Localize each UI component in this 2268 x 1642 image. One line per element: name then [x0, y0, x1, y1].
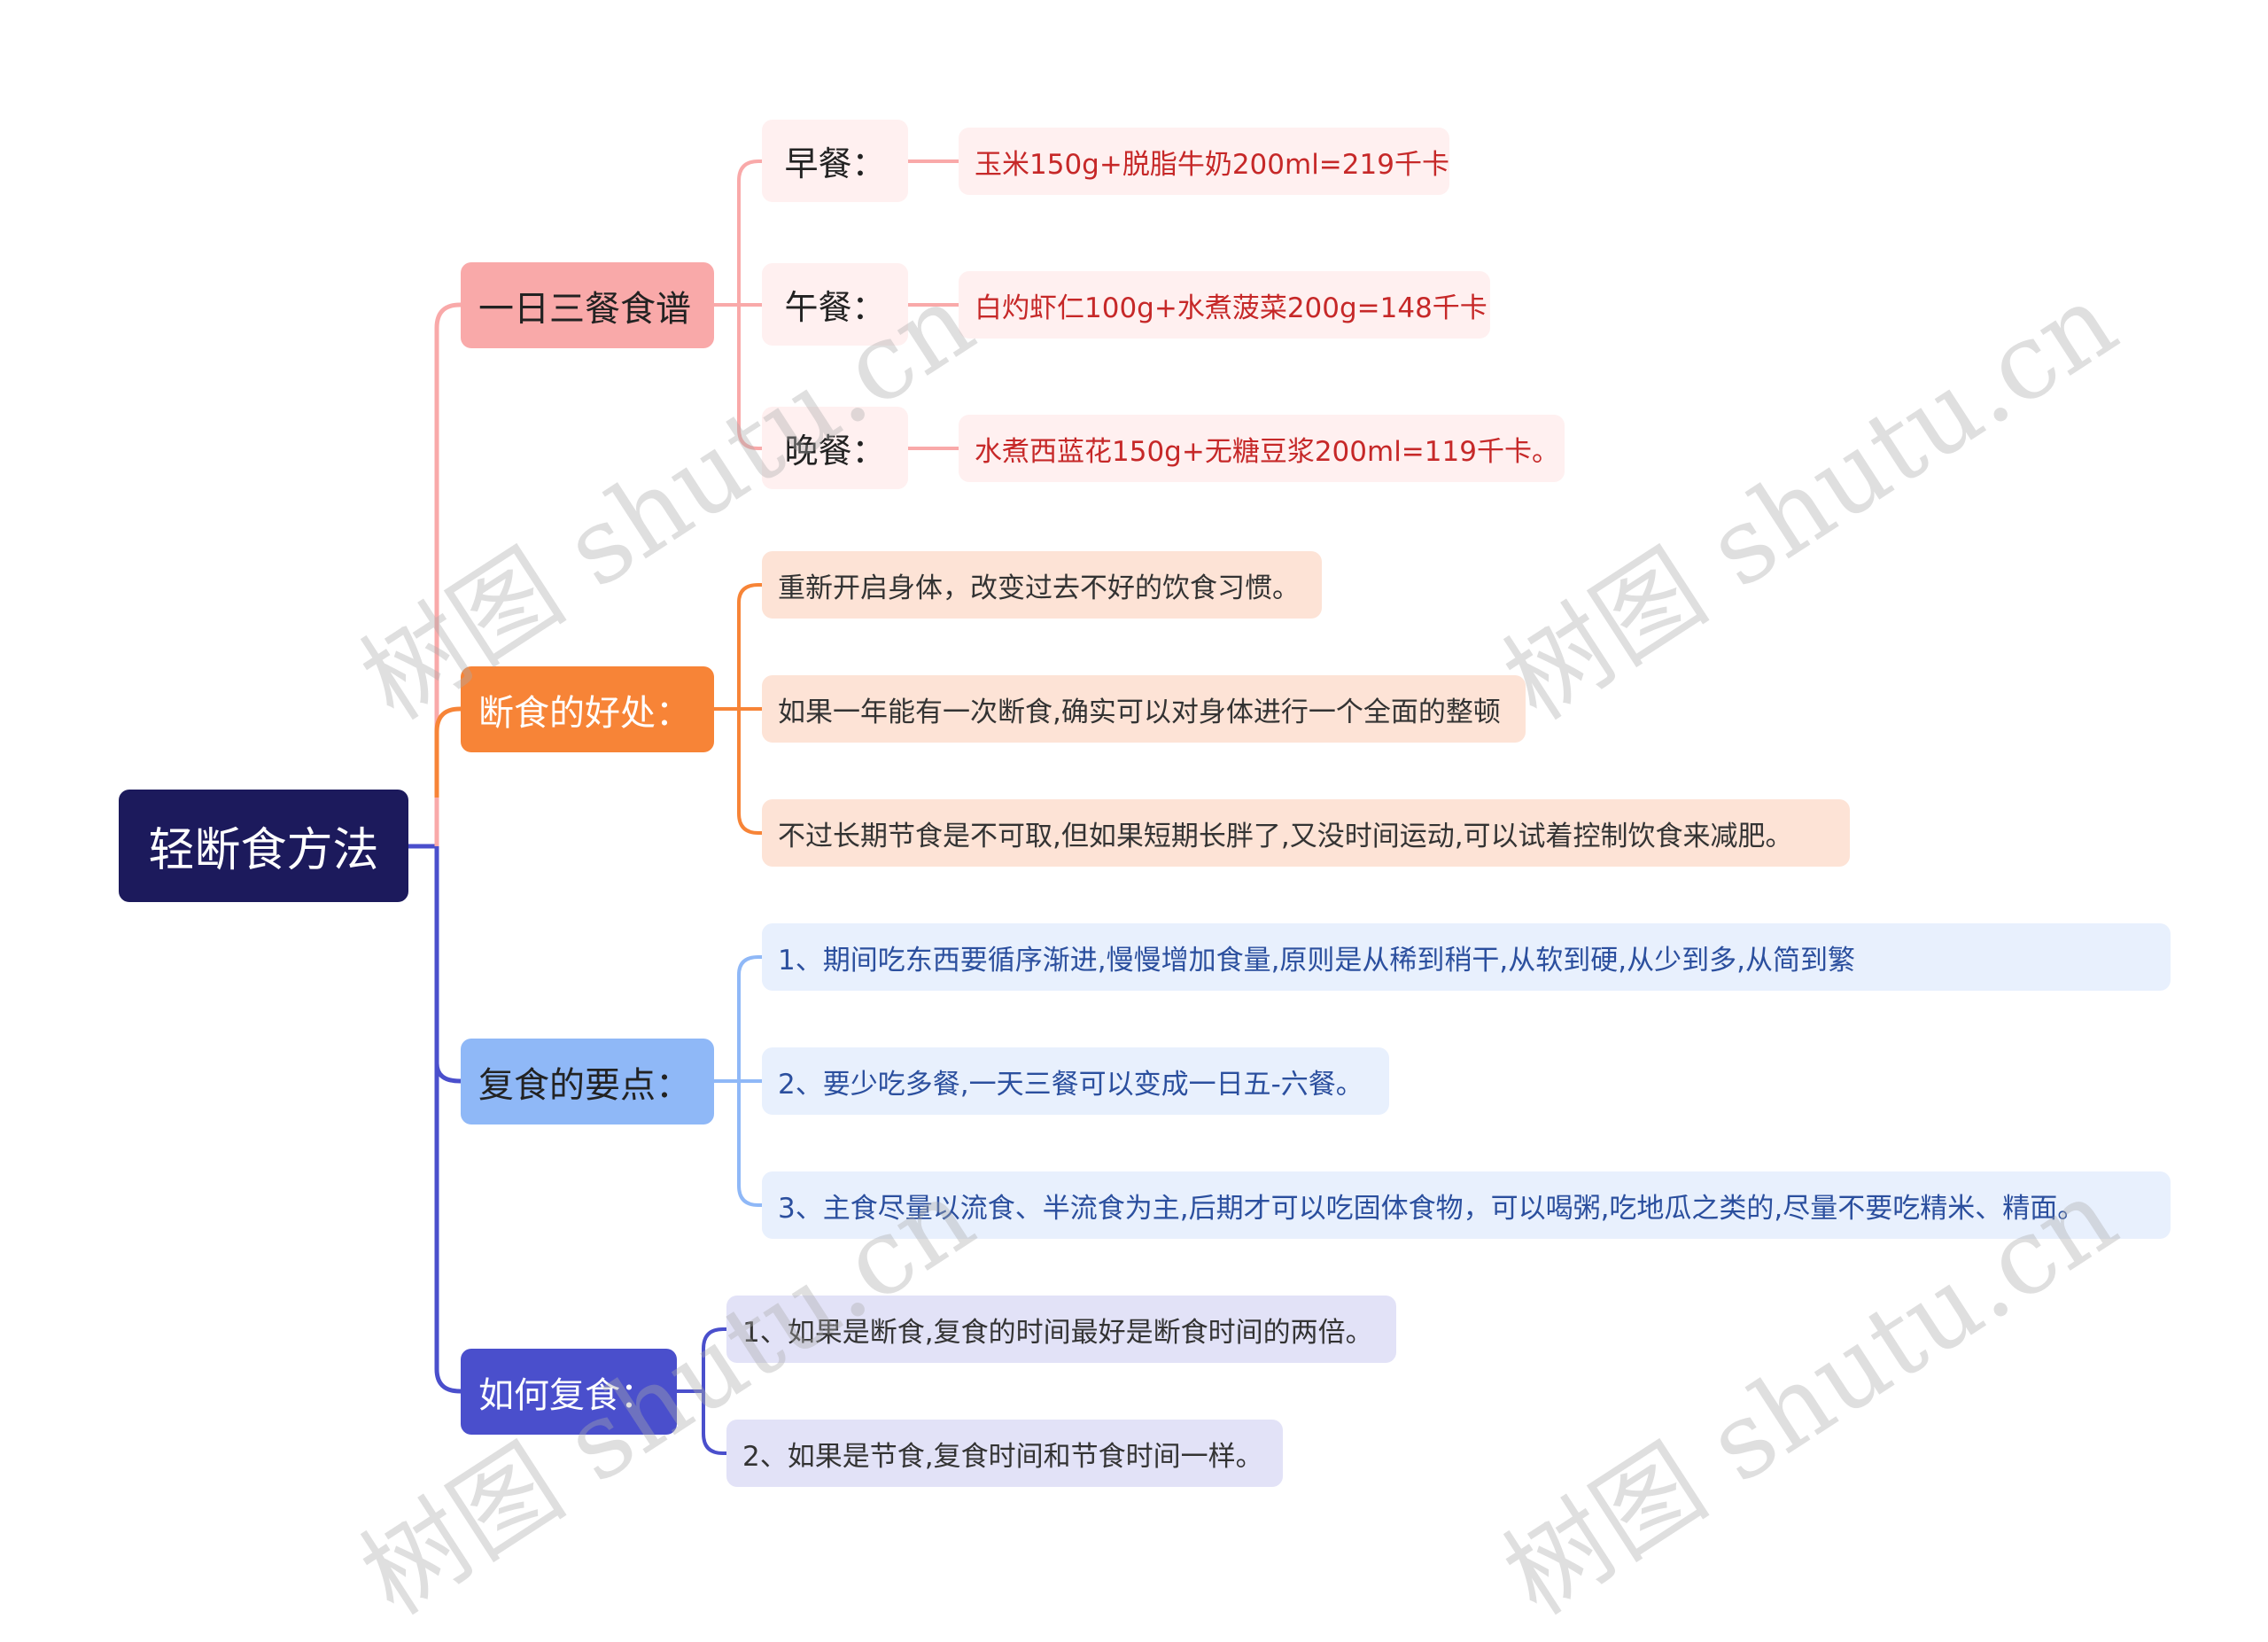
connector-b3-item3	[737, 1081, 762, 1207]
branch-refeeding-points[interactable]: 复食的要点：	[461, 1039, 714, 1124]
meal-breakfast-label[interactable]: 早餐：	[762, 120, 908, 202]
connector-trunk-3	[434, 846, 461, 1084]
benefit-item-3[interactable]: 不过长期节食是不可取,但如果短期长胖了,又没时间运动,可以试着控制饮食来减肥。	[762, 799, 1850, 867]
connector-trunk-4	[434, 1063, 461, 1394]
refeed-method-1[interactable]: 1、如果是断食,复食的时间最好是断食时间的两倍。	[726, 1296, 1396, 1363]
benefit-item-2[interactable]: 如果一年能有一次断食,确实可以对身体进行一个全面的整顿	[762, 675, 1526, 743]
branch-how-to-refeed[interactable]: 如何复食：	[461, 1349, 677, 1435]
connector-b4-item2	[702, 1391, 726, 1455]
root-node[interactable]: 轻断食方法	[119, 790, 408, 902]
connector-b3-item1	[737, 955, 762, 1081]
refeed-method-2[interactable]: 2、如果是节食,复食时间和节食时间一样。	[726, 1420, 1283, 1487]
connector-trunk-2	[434, 706, 461, 798]
refeeding-point-3[interactable]: 3、主食尽量以流食、半流食为主,后期才可以吃固体食物，可以喝粥,吃地瓜之类的,尽…	[762, 1171, 2171, 1239]
connector-b4-item1	[702, 1327, 726, 1391]
meal-lunch-value[interactable]: 白灼虾仁100g+水煮菠菜200g=148千卡	[959, 271, 1490, 339]
connector-b1-meal3	[737, 305, 762, 450]
connector-b2-item1	[737, 583, 762, 709]
meal-dinner-label[interactable]: 晚餐：	[762, 407, 908, 489]
branch-daily-meals[interactable]: 一日三餐食谱	[461, 262, 714, 348]
benefit-item-1[interactable]: 重新开启身体，改变过去不好的饮食习惯。	[762, 551, 1322, 619]
meal-breakfast-value[interactable]: 玉米150g+脱脂牛奶200ml=219千卡	[959, 128, 1449, 195]
refeeding-point-2[interactable]: 2、要少吃多餐,一天三餐可以变成一日五-六餐。	[762, 1047, 1389, 1115]
mind-map: 轻断食方法 一日三餐食谱 早餐： 午餐： 晚餐： 玉米150g+脱脂牛奶200m…	[119, 120, 2171, 1638]
connector-b1-meal1	[737, 160, 762, 305]
meal-dinner-value[interactable]: 水煮西蓝花150g+无糖豆浆200ml=119千卡。	[959, 415, 1565, 482]
meal-lunch-label[interactable]: 午餐：	[762, 263, 908, 346]
refeeding-point-1[interactable]: 1、期间吃东西要循序渐进,慢慢增加食量,原则是从稀到稍干,从软到硬,从少到多,从…	[762, 923, 2171, 991]
connector-b2-item3	[737, 709, 762, 835]
connector-trunk-1	[434, 302, 461, 846]
connector-lines	[408, 160, 959, 1455]
branch-fasting-benefits[interactable]: 断食的好处：	[461, 666, 714, 752]
